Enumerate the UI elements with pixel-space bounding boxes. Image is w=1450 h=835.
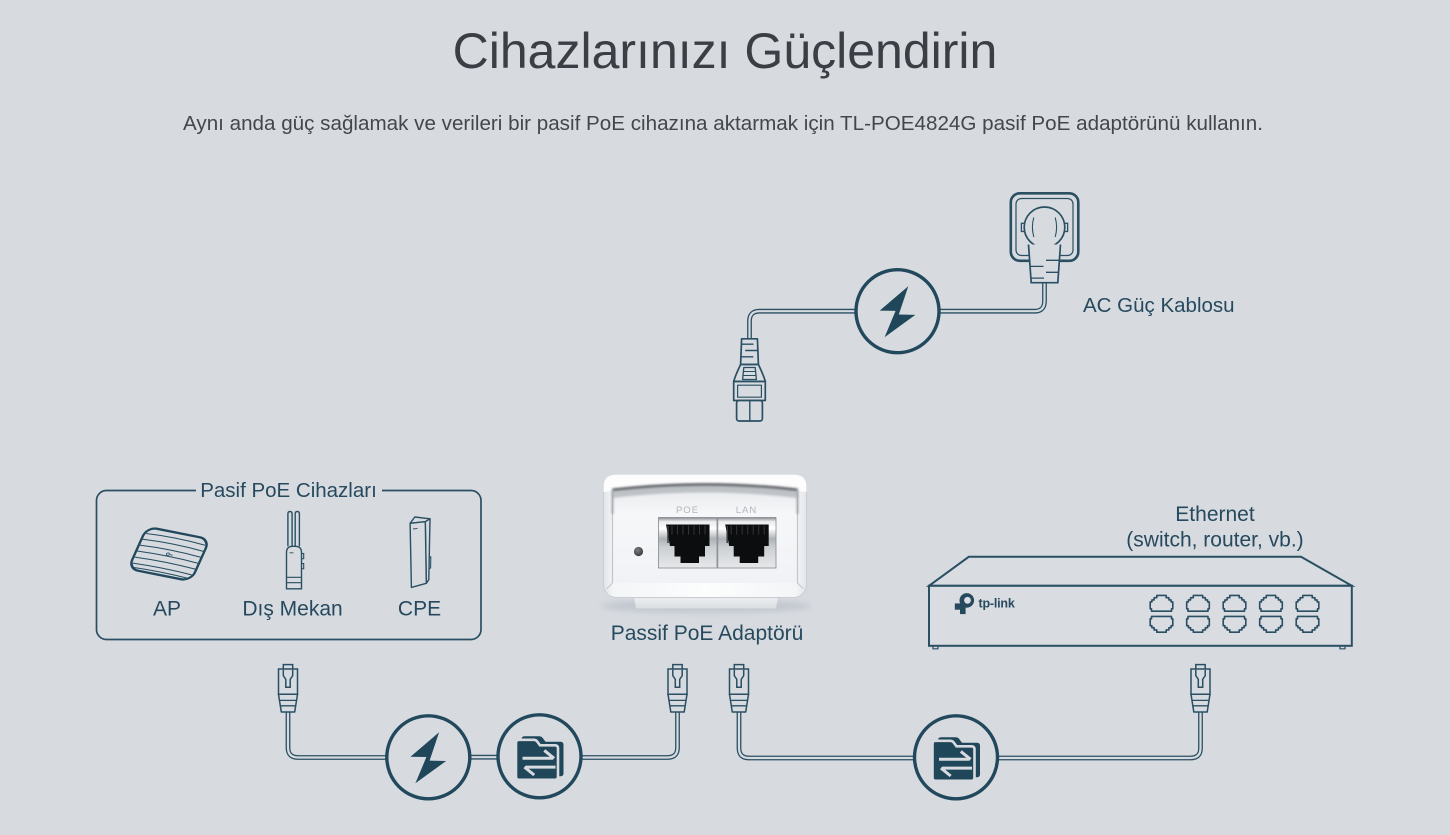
svg-text:LAN: LAN [736,505,757,516]
svg-text:Ethernet: Ethernet [1175,503,1255,526]
svg-text:AC Güç Kablosu: AC Güç Kablosu [1083,294,1235,317]
svg-text:POE: POE [676,505,699,516]
svg-text:Passif PoE Adaptörü: Passif PoE Adaptörü [611,622,804,645]
svg-text:CPE: CPE [398,598,441,621]
svg-text:Dış Mekan: Dış Mekan [242,598,342,621]
svg-text:Pasif PoE Cihazları: Pasif PoE Cihazları [200,479,377,502]
svg-text:Aynı anda güç sağlamak ve veri: Aynı anda güç sağlamak ve verileri bir p… [183,112,1263,135]
svg-text:tp-link: tp-link [979,597,1015,611]
svg-text:Cihazlarınızı Güçlendirin: Cihazlarınızı Güçlendirin [453,23,998,79]
svg-text:AP: AP [153,598,181,621]
svg-text:(switch, router, vb.): (switch, router, vb.) [1126,529,1303,552]
